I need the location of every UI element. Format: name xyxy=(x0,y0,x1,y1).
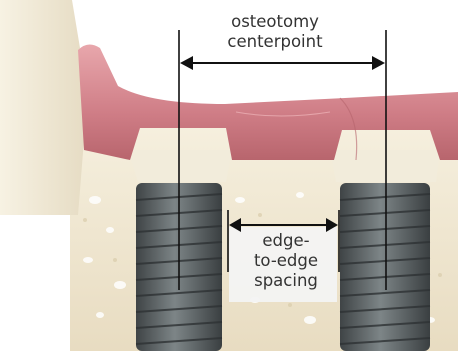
label-line: centerpoint xyxy=(200,32,350,52)
label-line: edge- xyxy=(238,231,334,251)
label-line: to-edge xyxy=(238,251,334,271)
osteotomy-centerpoint-arrow xyxy=(180,56,385,70)
implant-right xyxy=(340,183,430,351)
label-edge-to-edge-spacing: edge- to-edge spacing xyxy=(238,231,334,291)
label-line: spacing xyxy=(238,271,334,291)
label-osteotomy-centerpoint: osteotomy centerpoint xyxy=(200,12,350,52)
label-line: osteotomy xyxy=(200,12,350,32)
natural-tooth xyxy=(0,0,84,215)
